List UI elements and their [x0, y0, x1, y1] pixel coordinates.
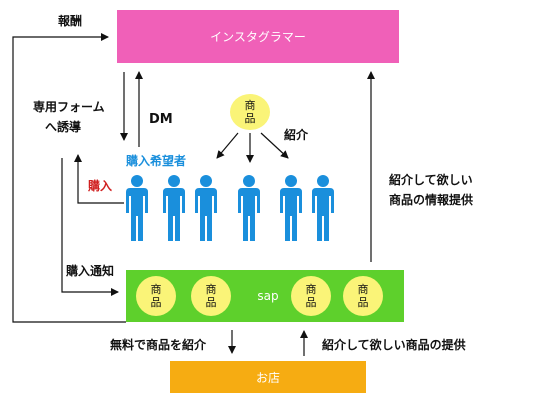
sap-product-bubble-2: 商品: [191, 276, 231, 316]
top-product-bubble: 商品: [230, 94, 270, 130]
influencer-box: インスタグラマー: [117, 10, 399, 63]
person-icon: [126, 175, 148, 241]
sap-product-bubble-4: 商品: [343, 276, 383, 316]
person-icon: [163, 175, 185, 241]
person-icon: [280, 175, 302, 241]
free-intro-label: 無料で商品を紹介: [110, 338, 207, 352]
introduce-arrow-left: [216, 132, 239, 159]
shop-label: お店: [255, 370, 280, 385]
person-icon: [195, 175, 217, 241]
influencer-label: インスタグラマー: [210, 30, 306, 44]
sap-product-bubble-3: 商品: [291, 276, 331, 316]
sap-product-label: 商品: [357, 283, 369, 309]
form-guide-label-line1: 専用フォーム: [33, 100, 105, 114]
shop-box: お店: [170, 361, 366, 393]
want-products-label-line2: 商品の情報提供: [389, 193, 474, 207]
introduce-label: 紹介: [284, 128, 309, 142]
reward-arrow: [12, 33, 126, 323]
dm-label: DM: [149, 112, 173, 127]
introduce-arrow-right: [260, 132, 289, 159]
purchase-label: 購入: [88, 179, 113, 193]
person-icon: [312, 175, 334, 241]
sap-product-bubble-1: 商品: [136, 276, 176, 316]
purchase-notice-label: 購入通知: [66, 264, 115, 278]
form-guide-label-line2: へ誘導: [45, 120, 82, 134]
want-products-provide-label: 紹介して欲しい商品の提供: [322, 338, 466, 352]
prospects-label: 購入希望者: [126, 154, 187, 168]
top-product-label: 商品: [244, 99, 256, 125]
person-icon: [238, 175, 260, 241]
want-products-label-line1: 紹介して欲しい: [389, 173, 473, 187]
reward-label: 報酬: [58, 14, 83, 28]
sap-label: sap: [257, 289, 279, 303]
sap-product-label: 商品: [150, 283, 162, 309]
sap-product-label: 商品: [205, 283, 217, 309]
purchase-notice-arrow: [61, 158, 119, 296]
purchase-arrow: [74, 154, 124, 204]
sap-product-label: 商品: [305, 283, 317, 309]
